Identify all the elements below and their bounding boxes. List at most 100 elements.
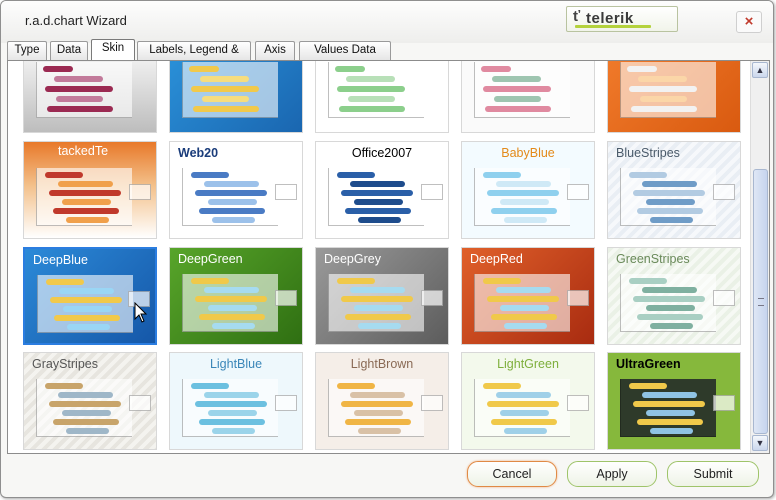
chart-legend: [713, 184, 735, 200]
skin-label: LightGreen: [497, 357, 559, 371]
chart-bar: [631, 106, 697, 112]
chart-plot-area: [620, 379, 716, 437]
submit-button[interactable]: Submit: [667, 461, 759, 487]
skin-label: LightBlue: [209, 357, 263, 371]
chart-legend: [567, 395, 589, 411]
chart-bar: [45, 383, 83, 389]
skin-thumbnail-deepgreen[interactable]: DeepGreen: [169, 247, 303, 345]
chart-bar: [191, 383, 229, 389]
close-button[interactable]: ×: [736, 11, 762, 33]
chart-bar: [500, 410, 549, 416]
tab-data[interactable]: Data: [50, 41, 88, 60]
skin-label: DeepGreen: [178, 252, 243, 266]
chart-bar: [350, 287, 405, 293]
chart-bar: [67, 324, 110, 330]
chart-bar: [53, 419, 119, 425]
chart-legend: [275, 184, 297, 200]
skin-label: GreenStripes: [616, 252, 690, 266]
chart-bar: [337, 383, 375, 389]
tab-skin[interactable]: Skin: [91, 39, 135, 61]
chart-bar: [483, 172, 521, 178]
chart-plot-area: [37, 275, 133, 333]
scroll-up-button[interactable]: ▲: [752, 62, 768, 78]
chart-bar: [481, 66, 511, 72]
chart-legend: [567, 184, 589, 200]
skin-thumbnail[interactable]: [315, 61, 449, 133]
chart-bar: [646, 410, 695, 416]
chart-bar: [53, 208, 119, 214]
mouse-cursor-icon: [134, 302, 148, 323]
chart-plot-area: [36, 62, 132, 118]
chart-bar: [642, 392, 697, 398]
skin-thumbnail-lightgreen[interactable]: LightGreen: [461, 352, 595, 450]
apply-button[interactable]: Apply: [567, 461, 657, 487]
scroll-down-button[interactable]: ▼: [752, 435, 768, 451]
chart-legend: [275, 290, 297, 306]
skin-thumbnail-bluestripes[interactable]: BlueStripes: [607, 141, 741, 239]
chart-bar: [487, 190, 559, 196]
vertical-scrollbar[interactable]: ▲ ▼: [750, 61, 769, 453]
chart-plot-area: [474, 274, 570, 332]
tab-type[interactable]: Type: [7, 41, 47, 60]
chart-bar: [191, 278, 229, 284]
skin-thumbnail-office2007[interactable]: Office2007: [315, 141, 449, 239]
chart-bar: [504, 323, 547, 329]
chart-bar: [637, 419, 703, 425]
chart-bar: [195, 296, 267, 302]
skin-thumbnail[interactable]: [461, 61, 595, 133]
chart-plot-area: [620, 62, 716, 118]
chart-bar: [193, 106, 259, 112]
skin-thumbnail[interactable]: [169, 61, 303, 133]
skin-thumbnail-babyblue[interactable]: BabyBlue: [461, 141, 595, 239]
skin-thumbnail-deepblue[interactable]: DeepBlue: [23, 247, 157, 345]
skin-thumbnail[interactable]: [23, 61, 157, 133]
skin-thumbnail-greenstripes[interactable]: GreenStripes: [607, 247, 741, 345]
skin-thumbnail-lightblue[interactable]: LightBlue: [169, 352, 303, 450]
chart-legend: [275, 395, 297, 411]
chart-bar: [358, 217, 401, 223]
chart-legend: [421, 290, 443, 306]
chart-legend: [567, 290, 589, 306]
chart-plot-area: [328, 379, 424, 437]
chart-plot-area: [182, 62, 278, 118]
chart-plot-area: [36, 168, 132, 226]
chart-bar: [627, 66, 657, 72]
skin-thumbnail-lightbrown[interactable]: LightBrown: [315, 352, 449, 450]
chart-bar: [496, 181, 551, 187]
chart-bar: [46, 279, 84, 285]
scroll-thumb[interactable]: [753, 169, 768, 434]
chart-plot-area: [182, 168, 278, 226]
chart-bar: [45, 172, 83, 178]
chart-bar: [62, 199, 111, 205]
skin-thumbnail-deepgrey[interactable]: DeepGrey: [315, 247, 449, 345]
tab-labels-legend-title[interactable]: Labels, Legend & Title: [137, 41, 251, 73]
chart-legend: [421, 395, 443, 411]
skin-label: GrayStripes: [32, 357, 98, 371]
chart-plot-area: [36, 379, 132, 437]
chart-bar: [491, 314, 557, 320]
skin-thumbnail-stackedtext[interactable]: tackedTe: [23, 141, 157, 239]
skin-thumbnail-deepred[interactable]: DeepRed: [461, 247, 595, 345]
tab-axis[interactable]: Axis: [255, 41, 295, 60]
skin-thumbnail-ultragreen[interactable]: UltraGreen: [607, 352, 741, 450]
skin-thumbnail-graystripes[interactable]: GrayStripes: [23, 352, 157, 450]
chart-bar: [633, 190, 705, 196]
tab-values-data-table[interactable]: Values Data Table: [299, 41, 391, 73]
skin-thumbnail-web20[interactable]: Web20: [169, 141, 303, 239]
chart-plot-area: [182, 274, 278, 332]
skin-label: DeepGrey: [324, 252, 381, 266]
cancel-button[interactable]: Cancel: [467, 461, 557, 487]
chart-bar: [491, 208, 557, 214]
chart-bar: [49, 401, 121, 407]
chart-bar: [650, 217, 693, 223]
chart-bar: [204, 287, 259, 293]
chart-bar: [354, 410, 403, 416]
chart-bar: [485, 106, 551, 112]
chart-bar: [358, 323, 401, 329]
chart-bar: [45, 86, 113, 92]
skin-thumbnail[interactable]: [607, 61, 741, 133]
scroll-grip-icon: [758, 298, 764, 306]
chart-bar: [350, 181, 405, 187]
